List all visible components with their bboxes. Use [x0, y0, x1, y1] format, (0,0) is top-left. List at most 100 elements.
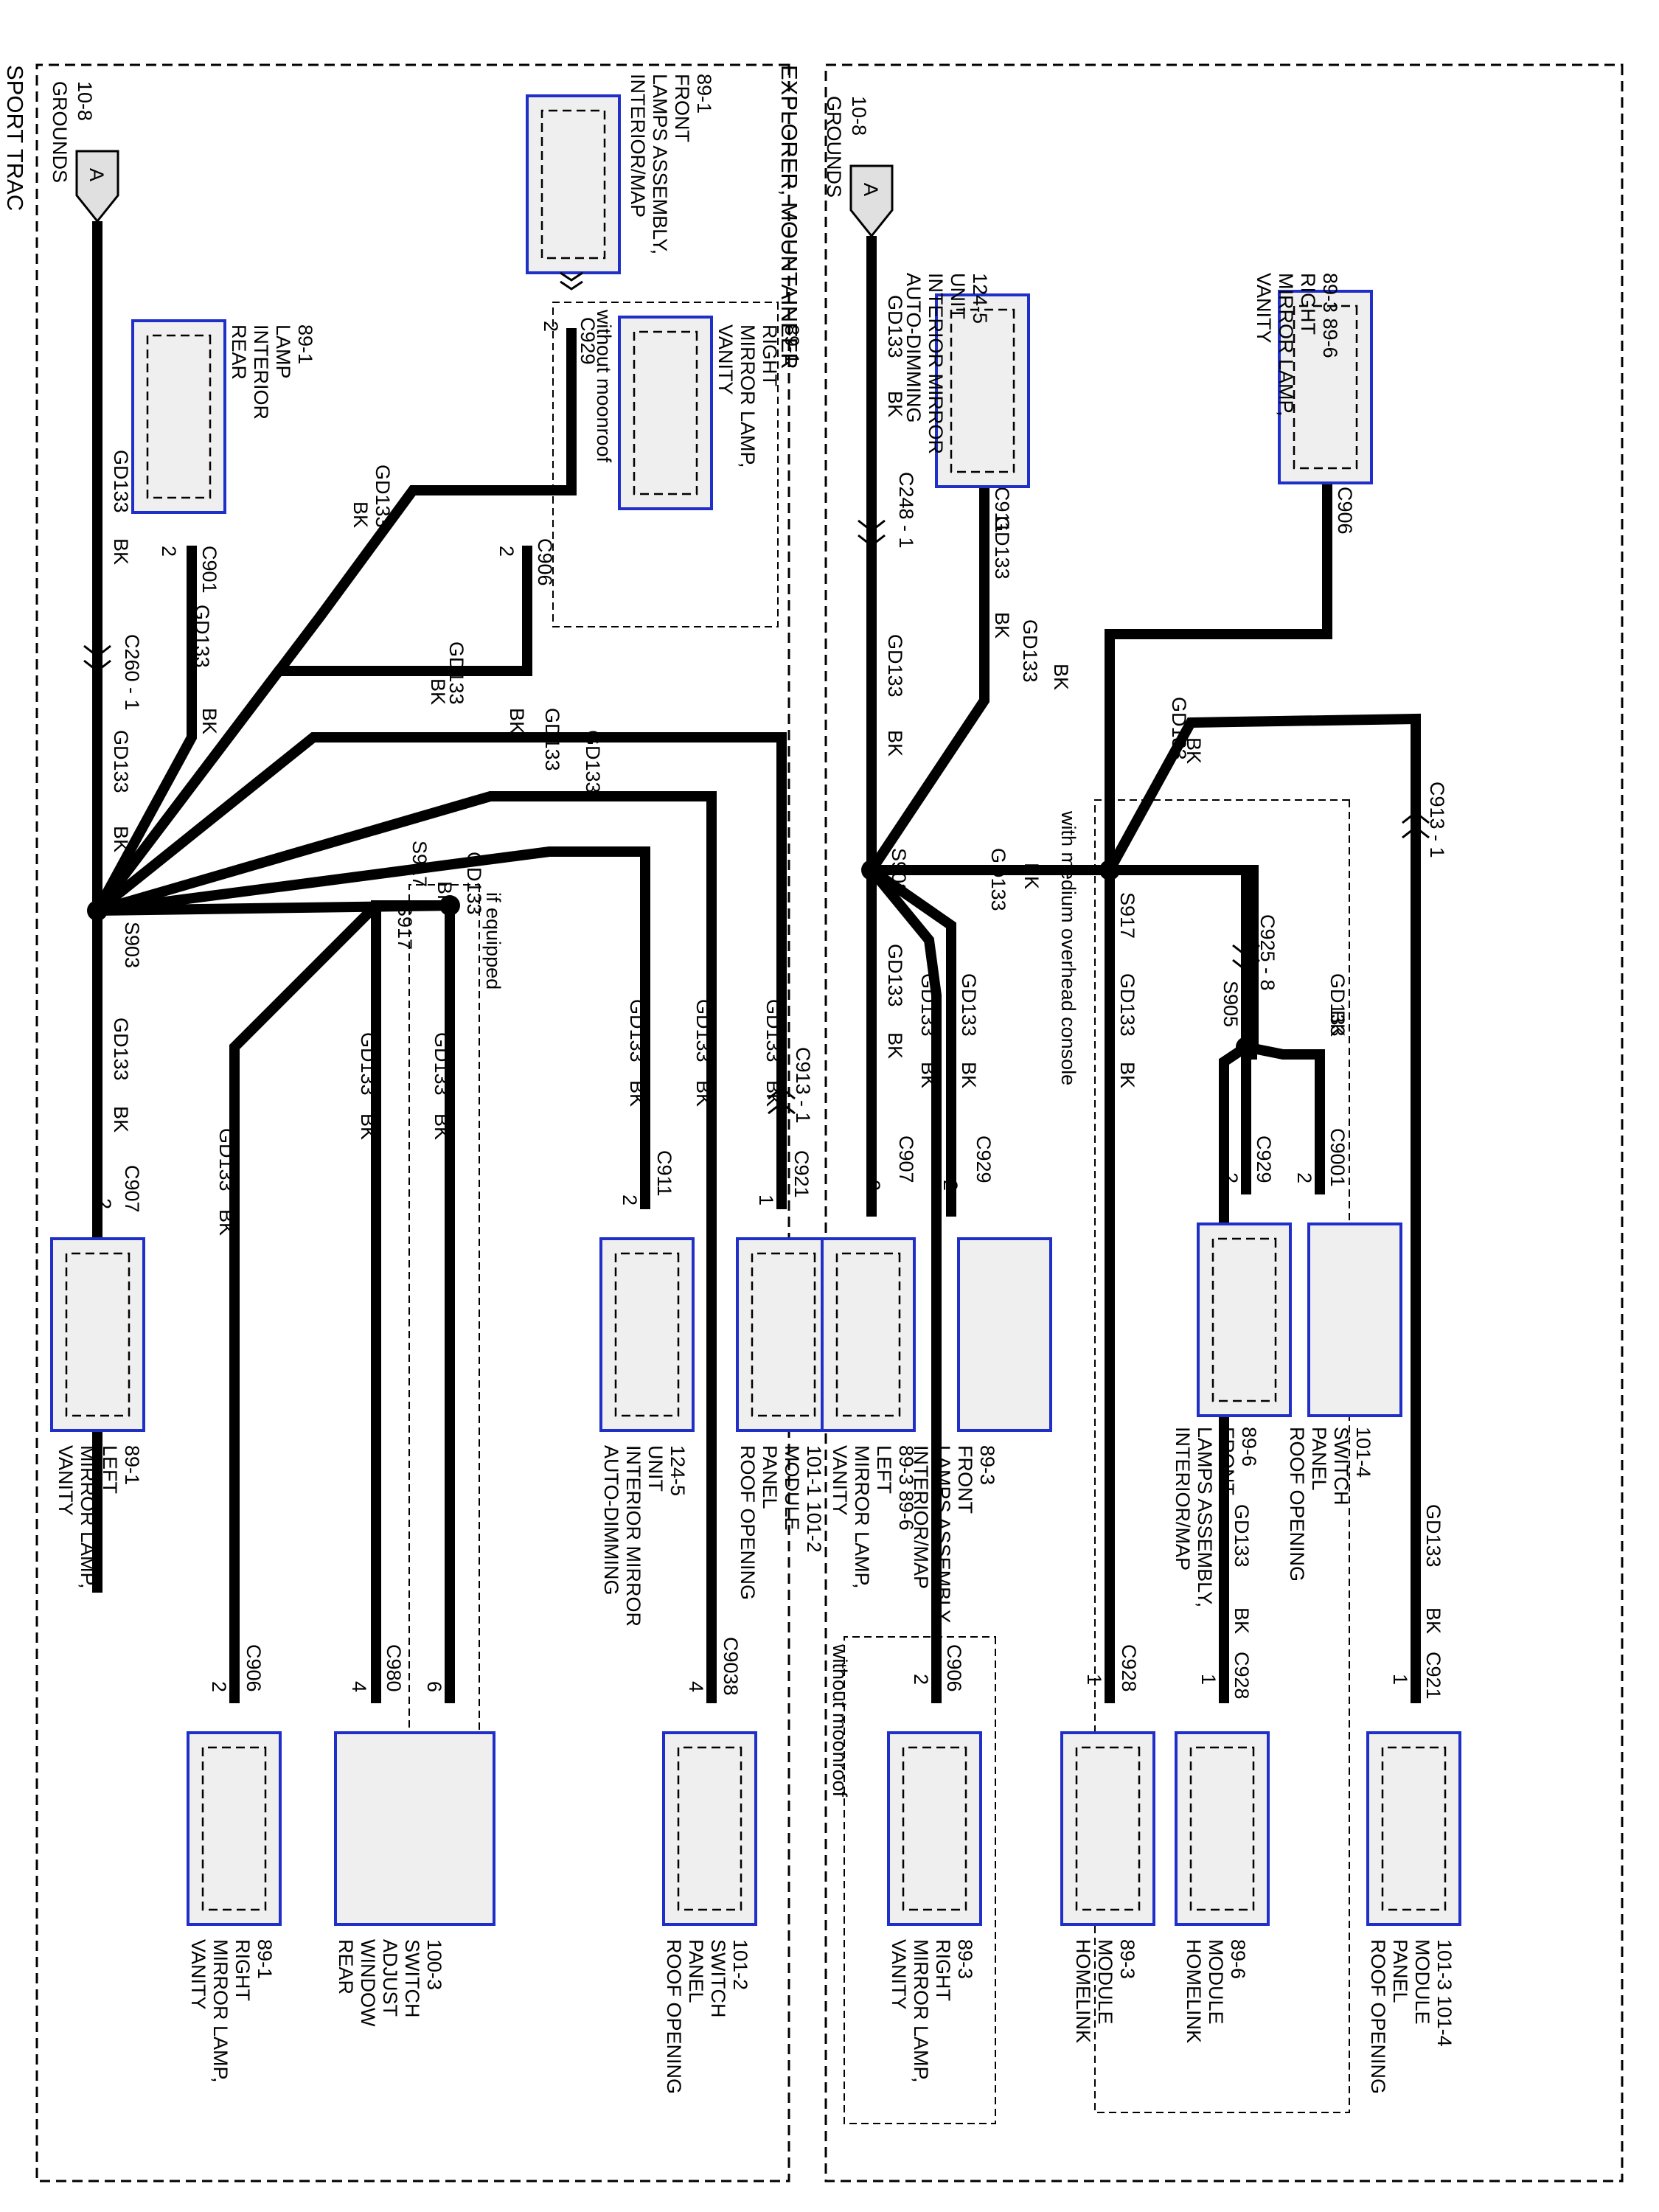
sport-label-rm-circuit: GD133: [762, 999, 785, 1062]
explorer-auto-dimming-mirror: AUTO-DIMMING INTERIOR MIRROR UNIT 124-5: [902, 273, 1030, 488]
svg-text:ROOF OPENING: ROOF OPENING: [1367, 1939, 1389, 2094]
sport-label-rs-circuit: GD133: [692, 999, 714, 1062]
sport-label-rm-color: BK: [762, 1080, 785, 1107]
sport-label-circuit-2: GD133: [110, 730, 132, 793]
svg-text:89-6: 89-6: [1227, 1939, 1249, 1979]
svg-text:INTERIOR MIRROR: INTERIOR MIRROR: [925, 273, 947, 454]
sport-vanity-right-top: without moonroof VANITY MIRROR LAMP, RIG…: [552, 302, 803, 627]
svg-text:FRONT: FRONT: [1216, 1427, 1238, 1495]
sport-label-ad-circuit: GD133: [626, 999, 648, 1062]
svg-text:124-5: 124-5: [969, 273, 991, 324]
explorer-homelink-89-6: HOMELINK MODULE 89-6: [1175, 1731, 1270, 2043]
svg-text:PANEL: PANEL: [1308, 1427, 1330, 1491]
explorer-splice-s917: [1099, 860, 1120, 880]
sport-pin-c906-b: 2: [208, 1681, 230, 1692]
explorer-label-c907: C907: [895, 1135, 917, 1183]
explorer-label-vrb-color: BK: [917, 1062, 939, 1088]
sport-label-rw6-circuit: GD133: [431, 1032, 453, 1096]
sport-trac-title: SPORT TRAC: [2, 65, 28, 211]
svg-text:ROOF OPENING: ROOF OPENING: [737, 1445, 759, 1600]
sport-vanity-left: VANITY MIRROR LAMP, LEFT 89-1: [50, 1237, 145, 1589]
explorer-vanity-right-top: VANITY MIRROR LAMP, RIGHT 89-3 89-6: [1253, 273, 1373, 484]
sport-splice-s903: [87, 900, 108, 921]
sport-wire-vanity-right-bottom: [229, 902, 380, 1703]
explorer-label-c913: C913 - 1: [1426, 782, 1448, 858]
explorer-label-rs-color: BK: [1326, 1010, 1349, 1037]
sport-wire-interior-map: [93, 328, 577, 914]
sport-grounds-letter: A: [86, 168, 108, 181]
svg-text:89-3 89-6: 89-3 89-6: [1319, 273, 1341, 358]
explorer-label-hl6-color: BK: [1231, 1607, 1253, 1634]
svg-text:89-1: 89-1: [781, 324, 803, 364]
explorer-vanity-right-bottom: without moonroof VANITY MIRROR LAMP, RIG…: [829, 1636, 996, 2124]
explorer-wire-s917-to-s905: [1110, 865, 1259, 1060]
explorer-label-s903: S903: [888, 848, 910, 894]
sport-label-c911: C911: [653, 1150, 675, 1197]
explorer-label-c9001: C9001: [1326, 1128, 1349, 1187]
sport-label-im-circuit: GD133: [372, 465, 394, 528]
explorer-label-c248: C248 - 1: [895, 472, 917, 549]
explorer-label-hl3-color: BK: [1116, 1062, 1138, 1088]
explorer-label-c928: C928: [1118, 1644, 1140, 1692]
explorer-label-hl6-circuit: GD133: [1231, 1504, 1253, 1568]
sport-roof-opening-switch: ROOF OPENING PANEL SWITCH 101-2: [662, 1731, 757, 2094]
explorer-label-ad-circuit: GD133: [991, 516, 1013, 580]
sport-label-rw-circuit: GD133: [357, 1032, 379, 1096]
explorer-label-im3-color: BK: [958, 1062, 980, 1088]
explorer-wire-vanity-right-bottom: [867, 866, 942, 1703]
sport-pin-c907: 2: [93, 1198, 115, 1209]
sport-label-s903: S903: [121, 922, 143, 968]
explorer-label-c929: C929: [973, 1135, 995, 1183]
sport-label-color-2: BK: [110, 826, 132, 852]
explorer-label-c929-b: C929: [1253, 1135, 1275, 1183]
explorer-splice-s903: [861, 860, 882, 880]
sport-label-vr-circuit: GD133: [215, 1128, 237, 1192]
sport-label-rw6-color: BK: [431, 1113, 453, 1140]
explorer-border: [824, 63, 1624, 2183]
sport-pin-c9038: 4: [685, 1681, 707, 1692]
sport-rear-window-switch: if equipped REAR WINDOW ADJUST SWITCH 10…: [334, 884, 504, 2027]
sport-trac-border: [35, 63, 790, 2183]
svg-text:101-3 101-4: 101-3 101-4: [1433, 1939, 1455, 2047]
sport-label-im-color: BK: [349, 501, 372, 528]
explorer-label-s903-color: BK: [1020, 863, 1043, 889]
sport-pin-c911: 2: [619, 1194, 641, 1206]
sport-if-equipped-box: [408, 884, 480, 1756]
svg-text:SWITCH: SWITCH: [1330, 1427, 1352, 1505]
explorer-without-moonroof: without moonroof: [829, 1644, 851, 1798]
sport-grounds-page: 10-8: [74, 81, 96, 121]
sport-pin-c980-4: 4: [348, 1681, 370, 1692]
explorer-wire-interior-map-89-3: [869, 866, 956, 1217]
svg-text:89-3: 89-3: [1116, 1939, 1138, 1979]
svg-text:ROOF OPENING: ROOF OPENING: [663, 1939, 685, 2094]
explorer-label-vrt-circuit: GD133: [1019, 619, 1041, 683]
sport-wire-auto-dimming: [97, 846, 650, 1209]
explorer-label-c906: C906: [1334, 487, 1356, 535]
sport-wire-rear-interior: [92, 546, 197, 914]
explorer-label-s905: S905: [1220, 981, 1242, 1027]
svg-text:AUTO-DIMMING: AUTO-DIMMING: [600, 1445, 622, 1596]
sport-interior-map-lamps: INTERIOR/MAP LAMPS ASSEMBLY, FRONT 89-1: [526, 74, 715, 291]
svg-text:89-3 89-6: 89-3 89-6: [895, 1445, 917, 1531]
explorer-label-ad-color: BK: [991, 612, 1013, 639]
svg-text:PANEL: PANEL: [759, 1445, 781, 1509]
svg-text:UNIT: UNIT: [947, 273, 969, 319]
sport-without-moonroof-box: [552, 302, 779, 627]
svg-text:89-1: 89-1: [693, 74, 715, 114]
sport-label-ri-color: BK: [198, 708, 220, 734]
sport-wire-roof-module: [94, 732, 787, 1209]
sport-trac-panel: SPORT TRAC GROUNDS 10-8 A: [2, 63, 831, 2183]
sport-splice-s917: [439, 895, 460, 916]
explorer-label-rs-circuit: GD133: [1326, 973, 1349, 1037]
explorer-vanity-left: VANITY MIRROR LAMP, LEFT 89-3 89-6: [821, 1237, 917, 1589]
sport-label-circuit-1: GD133: [110, 450, 132, 513]
svg-text:RIGHT: RIGHT: [759, 324, 781, 386]
svg-text:89-1: 89-1: [121, 1445, 143, 1485]
svg-text:FRONT: FRONT: [671, 74, 693, 142]
svg-text:LEFT: LEFT: [873, 1445, 895, 1494]
explorer-grounds-letter: A: [860, 183, 882, 196]
sport-label-s917-b: S917: [394, 903, 416, 950]
svg-text:FRONT: FRONT: [954, 1445, 976, 1514]
sport-rear-interior-lamp: REAR INTERIOR LAMP 89-1: [131, 319, 316, 514]
svg-text:AUTO-DIMMING: AUTO-DIMMING: [902, 273, 925, 423]
